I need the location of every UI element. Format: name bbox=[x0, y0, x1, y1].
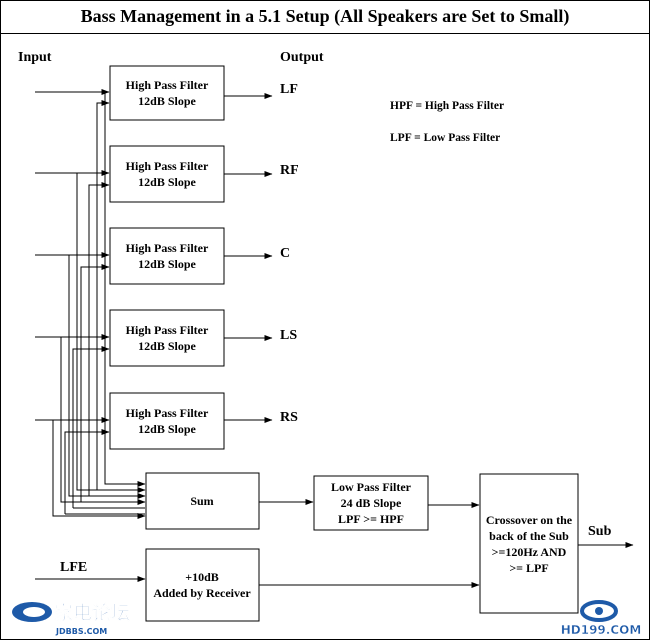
bus-feed-c bbox=[80, 264, 110, 502]
tap-c bbox=[68, 255, 146, 499]
hpf-lf-line2: 12dB Slope bbox=[138, 94, 196, 108]
crossover-line1: Crossover on the bbox=[486, 513, 573, 527]
hpf-block-rs: High Pass Filter 12dB Slope bbox=[109, 392, 225, 450]
output-label-ls: LS bbox=[280, 328, 297, 343]
gain-block: +10dB Added by Receiver bbox=[145, 548, 260, 622]
diagram-title: Bass Management in a 5.1 Setup (All Spea… bbox=[81, 6, 570, 27]
hpf-c-line1: High Pass Filter bbox=[126, 241, 209, 255]
gain-line2: Added by Receiver bbox=[153, 586, 251, 600]
hpf-ls-line2: 12dB Slope bbox=[138, 339, 196, 353]
jdbbs-logo-text: 家电论坛 bbox=[54, 601, 130, 624]
hpf-rs-line1: High Pass Filter bbox=[126, 406, 209, 420]
crossover-line4: >= LPF bbox=[509, 561, 548, 575]
hpf-block-c: High Pass Filter 12dB Slope bbox=[109, 227, 225, 285]
output-label-lf: LF bbox=[280, 82, 298, 97]
hpf-block-lf: High Pass Filter 12dB Slope bbox=[109, 65, 225, 121]
jdbbs-logo-sub: JDBBS.COM bbox=[55, 627, 107, 636]
output-label-c: C bbox=[280, 246, 290, 261]
crossover-line3: >=120Hz AND bbox=[492, 545, 567, 559]
lpf-line2: 24 dB Slope bbox=[341, 496, 402, 510]
bus-feed-ls bbox=[72, 346, 110, 508]
sum-block: Sum bbox=[145, 472, 260, 530]
gain-line1: +10dB bbox=[185, 570, 219, 584]
hpf-rf-line1: High Pass Filter bbox=[126, 159, 209, 173]
tap-rs bbox=[52, 420, 146, 519]
hpf-lf-line1: High Pass Filter bbox=[126, 78, 209, 92]
output-label: Output bbox=[280, 50, 324, 65]
lpf-line1: Low Pass Filter bbox=[331, 480, 412, 494]
hpf-rf-line2: 12dB Slope bbox=[138, 175, 196, 189]
jdbbs-logo: 家电论坛 JDBBS.COM bbox=[12, 601, 130, 636]
sum-label: Sum bbox=[190, 494, 213, 508]
sub-label: Sub bbox=[588, 524, 612, 539]
hpf-ls-line1: High Pass Filter bbox=[126, 323, 209, 337]
tap-lf bbox=[104, 92, 146, 487]
bus-feed-rf bbox=[88, 182, 110, 496]
hd199-logo-text: HD199.COM bbox=[561, 623, 642, 637]
lpf-line3: LPF >= HPF bbox=[338, 512, 404, 526]
output-label-rs: RS bbox=[280, 410, 298, 425]
bus-feed-rs bbox=[64, 429, 110, 514]
hpf-block-rf: High Pass Filter 12dB Slope bbox=[109, 145, 225, 203]
hpf-rs-line2: 12dB Slope bbox=[138, 422, 196, 436]
legend-hpf: HPF = High Pass Filter bbox=[390, 100, 504, 112]
crossover-block: Crossover on the back of the Sub >=120Hz… bbox=[479, 473, 579, 614]
hd199-logo: HD199.COM bbox=[561, 600, 642, 637]
input-label: Input bbox=[18, 50, 52, 65]
legend-lpf: LPF = Low Pass Filter bbox=[390, 132, 500, 144]
lpf-block: Low Pass Filter 24 dB Slope LPF >= HPF bbox=[313, 475, 429, 531]
crossover-line2: back of the Sub bbox=[489, 529, 569, 543]
hpf-c-line2: 12dB Slope bbox=[138, 257, 196, 271]
hpf-block-ls: High Pass Filter 12dB Slope bbox=[109, 309, 225, 367]
output-label-rf: RF bbox=[280, 163, 299, 178]
lfe-label: LFE bbox=[60, 560, 87, 575]
